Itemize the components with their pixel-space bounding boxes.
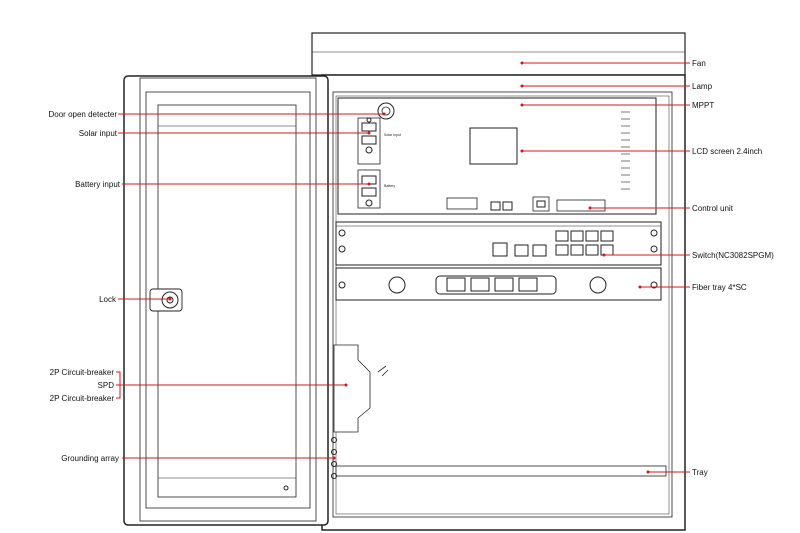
battery-terminals: Battery: [357, 169, 395, 209]
label-lamp: Lamp: [692, 82, 713, 91]
label-control-unit: Control unit: [692, 204, 734, 213]
bottom-tray: [335, 465, 667, 477]
control-unit-connectors: [446, 196, 606, 212]
label-grounding-array: Grounding array: [61, 454, 119, 463]
indicator-column: [621, 111, 630, 190]
solar-input-text: Solar Input: [384, 133, 401, 137]
solar-input-terminals: Solar Input: [357, 117, 401, 165]
right-callouts: Fan Lamp MPPT LCD screen 2.4inch Control…: [520, 59, 774, 477]
label-lock: Lock: [99, 295, 117, 304]
fiber-tray: [335, 267, 662, 301]
breaker-bracket: [333, 344, 389, 433]
mppt-panel: Solar Input Battery: [337, 97, 657, 215]
label-switch: Switch(NC3082SPGM): [692, 251, 774, 260]
label-circuit-breaker-bottom: 2P Circuit-breaker: [50, 394, 115, 403]
label-solar-input: Solar input: [79, 129, 118, 138]
lcd-screen: [469, 127, 518, 165]
label-fan: Fan: [692, 59, 706, 68]
label-battery-input: Battery input: [75, 180, 121, 189]
label-fiber-tray: Fiber tray 4*SC: [692, 283, 747, 292]
label-door-open-detecter: Door open detecter: [49, 110, 118, 119]
door-detector: [377, 102, 395, 120]
left-callouts: Door open detecter Solar input Battery i…: [49, 110, 386, 463]
label-lcd-screen: LCD screen 2.4inch: [692, 147, 762, 156]
fan-housing: [311, 32, 686, 76]
label-spd: SPD: [98, 381, 115, 390]
switch-ports: [555, 230, 614, 256]
label-mppt: MPPT: [692, 101, 714, 110]
battery-text: Battery: [384, 184, 395, 188]
lock: [149, 288, 183, 312]
label-circuit-breaker-top: 2P Circuit-breaker: [50, 368, 115, 377]
label-tray: Tray: [692, 468, 708, 477]
switch-panel: [335, 221, 662, 266]
